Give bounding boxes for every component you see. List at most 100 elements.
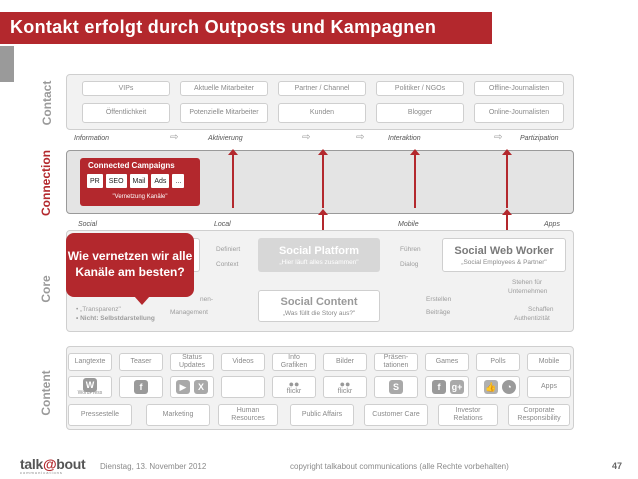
content-games: Games (425, 353, 469, 371)
channel-mobile: Mobile (398, 221, 419, 228)
connected-campaigns-title: Connected Campaigns (88, 161, 175, 170)
channel-social: Social (78, 221, 98, 228)
content-longtext: Langtexte (68, 353, 112, 371)
core-left-top-2: Context (216, 261, 239, 268)
content-images: Bilder (323, 353, 367, 371)
core-bullet-1: • „Transparenz" (76, 306, 121, 313)
social-content-box: Social Content „Was füllt die Story aus?… (258, 290, 380, 322)
flickr-icon: ●● (288, 379, 300, 389)
flickr-label: flickr (337, 388, 353, 396)
social-content-title: Social Content (280, 295, 358, 308)
stage-arrow-icon: ⇨ (356, 132, 365, 143)
bubble-tail (134, 296, 150, 305)
flickr-icon: ●● (339, 379, 351, 389)
core-right-top-2: Dialog (400, 261, 419, 268)
facebook-icon: f (134, 380, 148, 394)
layer-label-content: Content (39, 370, 53, 416)
stage-arrow-icon: ⇨ (170, 132, 179, 143)
contact-box-customers: Kunden (278, 103, 366, 123)
social-content-subtitle: „Was füllt die Story aus?" (282, 309, 356, 317)
stage-arrow-icon: ⇨ (302, 132, 311, 143)
layer-label-connection: Connection (39, 150, 53, 216)
contact-box-politicians: Politiker / NGOs (376, 81, 464, 96)
dept-hr: Human Resources (218, 404, 278, 426)
content-mobile: Mobile (527, 353, 571, 371)
social-web-worker-subtitle: „Social Employees & Partner" (461, 258, 547, 266)
core-left-mid-1: nen- (200, 296, 214, 303)
chip-mail: Mail (129, 174, 149, 188)
channel-apps: Apps (544, 221, 560, 228)
stage-activation: Aktivierung (208, 135, 243, 142)
contact-box-potential-employees: Potenzielle Mitarbeiter (180, 103, 268, 123)
chip-ads: Ads (151, 174, 170, 188)
dept-customer-care: Customer Care (364, 404, 428, 426)
stage-arrow-icon: ⇨ (494, 132, 503, 143)
contact-box-offline-journalists: Offline-Journalisten (474, 81, 564, 96)
wordpress-icon: W (83, 378, 97, 392)
googleplus-icon: g+ (450, 380, 464, 394)
content-presentations: Präsen-tationen (374, 353, 418, 371)
social-platform-box: Social Platform „Hier läuft alles zusamm… (258, 238, 380, 272)
up-arrow-icon (318, 149, 328, 208)
dept-corporate-responsibility: Corporate Responsibility (508, 404, 570, 426)
poll-icon: ◔ (502, 380, 516, 394)
dept-public-affairs: Public Affairs (290, 404, 354, 426)
content-status-updates: Status Updates (170, 353, 214, 371)
footer-copyright: copyright talkabout communications (alle… (290, 462, 509, 471)
core-far-right-2a: Schaffen (528, 306, 554, 313)
footer-date: Dienstag, 13. November 2012 (100, 462, 207, 471)
title-bar: Kontakt erfolgt durch Outposts und Kampa… (0, 12, 492, 44)
youtube-icon: ▶ (176, 380, 190, 394)
platform-box-flickr-2: flickr (323, 376, 367, 398)
core-right-mid-2: Beiträge (426, 309, 451, 316)
layer-label-contact: Contact (40, 80, 54, 126)
up-arrow-icon (502, 209, 512, 230)
dept-press: Pressestelle (68, 404, 132, 426)
social-platform-subtitle: „Hier läuft alles zusammen" (279, 258, 359, 266)
content-videos: Videos (221, 353, 265, 371)
social-web-worker-box: Social Web Worker „Social Employees & Pa… (442, 238, 566, 272)
side-accent-block (0, 46, 14, 82)
chip-seo: SEO (105, 174, 127, 188)
chip-more: ... (172, 174, 185, 188)
contact-box-public: Öffentlichkeit (82, 103, 170, 123)
content-infographics: Info Grafiken (272, 353, 316, 371)
stage-participation: Partizipation (520, 135, 559, 142)
contact-box-bloggers: Blogger (376, 103, 464, 123)
slideshare-icon: S (389, 380, 403, 394)
up-arrow-icon (228, 149, 238, 208)
core-right-top-1: Führen (400, 246, 421, 253)
up-arrow-icon (502, 149, 512, 208)
facebook-icon: f (432, 380, 446, 394)
up-arrow-icon (410, 149, 420, 208)
stage-interaction: Interaktion (388, 135, 421, 142)
core-far-right-2b: Authentizität (514, 315, 550, 322)
content-teaser: Teaser (119, 353, 163, 371)
logo-subline: communications (20, 470, 63, 475)
core-left-mid-2: Management (170, 309, 208, 316)
connected-campaigns-subtitle: "Vernetzung Kanäle" (112, 194, 168, 200)
xing-icon: X (194, 380, 208, 394)
connected-campaigns-box: Connected Campaigns PR SEO Mail Ads ... … (80, 158, 200, 206)
platform-box-video (221, 376, 265, 398)
up-arrow-icon (318, 209, 328, 230)
chip-pr: PR (87, 174, 103, 188)
flickr-label: flickr (286, 388, 302, 396)
core-far-right-1a: Stehen für (512, 279, 542, 286)
contact-box-online-journalists: Online-Journalisten (474, 103, 564, 123)
page-number: 47 (612, 461, 623, 471)
platform-box-apps: Apps (527, 376, 571, 398)
stage-information: Information (74, 135, 110, 142)
question-bubble-text: Wie vernetzen wir alle Kanäle am besten? (67, 249, 193, 279)
contact-box-partner: Partner / Channel (278, 81, 366, 96)
dept-marketing: Marketing (146, 404, 210, 426)
social-platform-title: Social Platform (278, 244, 360, 257)
core-far-right-1b: Unternehmen (508, 288, 548, 295)
channel-local: Local (214, 221, 231, 228)
platform-box-flickr-1: flickr (272, 376, 316, 398)
core-left-top-1: Definiert (216, 246, 241, 253)
like-icon: 👍 (484, 380, 498, 394)
social-web-worker-title: Social Web Worker (454, 244, 554, 257)
core-right-mid-1: Erstellen (426, 296, 452, 303)
